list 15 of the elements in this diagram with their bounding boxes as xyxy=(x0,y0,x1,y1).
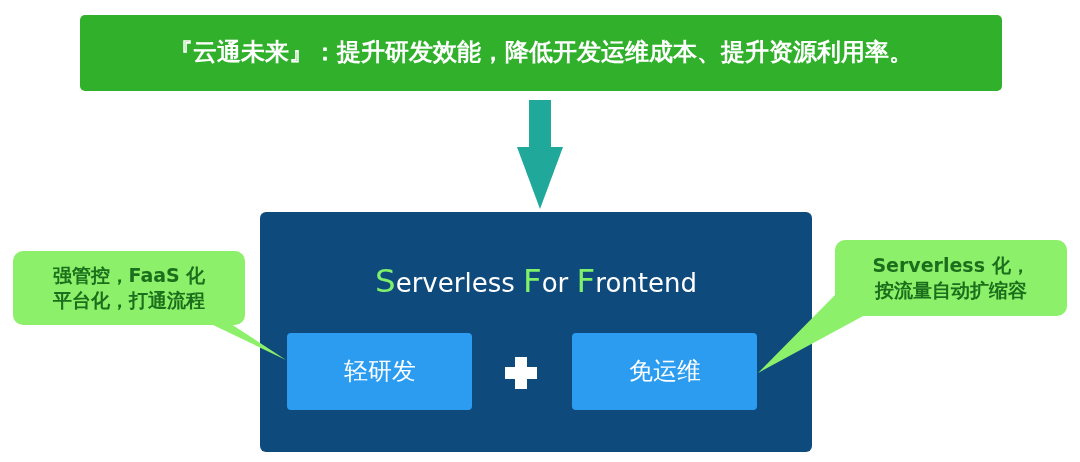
label-text: 免运维 xyxy=(628,355,701,387)
label-text: 强管控，FaaS 化平台化，打通流程 xyxy=(51,263,207,313)
callout-bubble xyxy=(835,240,1067,316)
label-text: Serverless 化，按流量自动扩缩容 xyxy=(872,253,1030,303)
feature-box xyxy=(572,333,757,410)
down-arrow xyxy=(517,100,563,209)
callout-bubble xyxy=(13,251,245,325)
label-text: 轻研发 xyxy=(343,355,416,387)
feature-box xyxy=(287,333,472,410)
panel-title: Serverless For Frontend xyxy=(375,261,697,302)
callout-tail xyxy=(758,294,865,373)
heading-banner xyxy=(80,15,1002,91)
panel-box xyxy=(260,212,812,452)
callout-tail xyxy=(211,324,286,360)
label-text: 『云通未来』：提升研发效能，降低开发运维成本、提升资源利用率。 xyxy=(169,37,913,69)
